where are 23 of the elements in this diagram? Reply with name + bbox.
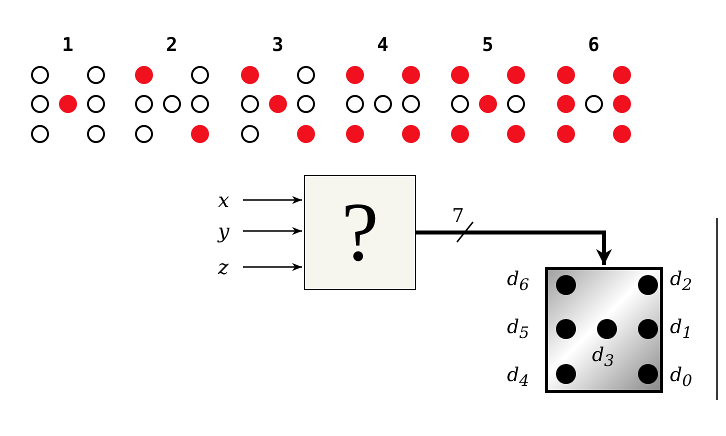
pattern-number: 4 (377, 35, 388, 55)
pin-label: d$_{6}$ (507, 268, 530, 296)
input-variable: y (218, 220, 238, 242)
arrow (243, 227, 302, 235)
input-variable: x (218, 189, 238, 211)
pattern-number: 3 (272, 35, 284, 55)
pin-label: d$_{2}$ (670, 268, 692, 296)
pattern-number: 5 (482, 35, 494, 55)
pin-label: d$_{3}$ (592, 344, 614, 372)
pattern-number: 2 (166, 35, 178, 55)
pin-label: d$_{4}$ (507, 364, 530, 392)
pin-label: d$_{5}$ (507, 316, 530, 344)
edge-label: 7 (452, 205, 464, 227)
pattern-number: 1 (62, 35, 74, 55)
bus-arrow (416, 230, 612, 265)
pin-label: d$_{1}$ (670, 316, 692, 344)
input-variable: z (218, 256, 238, 278)
arrow (243, 263, 302, 271)
logic-block: ? (304, 175, 416, 290)
dice-display (545, 267, 663, 393)
arrow (243, 196, 302, 204)
pin-label: d$_{0}$ (670, 364, 692, 392)
pattern-number: 6 (588, 35, 600, 55)
